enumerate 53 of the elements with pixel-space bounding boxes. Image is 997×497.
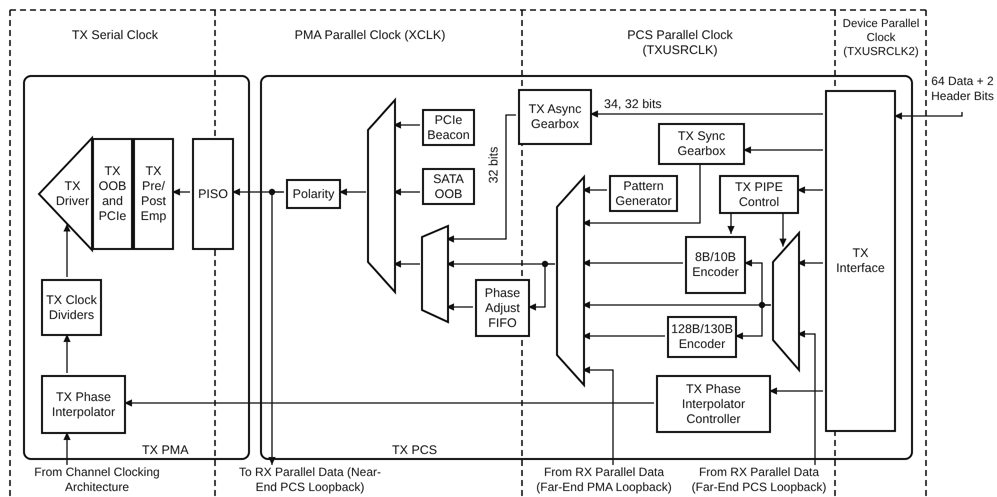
process-block: TX Async Gearbox: [518, 89, 592, 145]
clock-domain-label: PCS Parallel Clock (TXUSRCLK): [626, 28, 734, 58]
clock-domain-label: Device Parallel Clock (TXUSRCLK2): [842, 18, 920, 60]
process-block: 8B/10B Encoder: [685, 236, 746, 294]
arrow: [339, 188, 366, 196]
multiplexer-symbol: [422, 226, 448, 322]
process-block: TX Sync Gearbox: [658, 123, 745, 165]
process-block: Polarity: [286, 179, 341, 209]
clock-domain-label: TX Serial Clock: [70, 28, 160, 43]
block-label: TX PMA: [142, 443, 189, 458]
process-block: TX PIPE Control: [719, 175, 799, 214]
arrow: [769, 387, 823, 395]
edge-label: 32 bits: [486, 146, 500, 184]
arrow: [735, 304, 771, 340]
process-block: TX Clock Dividers: [41, 279, 102, 336]
arrow: [172, 188, 190, 196]
driver-block: TX Driver: [39, 138, 92, 250]
process-block: TX Interface: [825, 90, 896, 432]
multiplexer-symbol: [557, 177, 584, 385]
process-block: TX Pre/ Post Emp: [133, 138, 174, 250]
arrow: [124, 399, 654, 407]
process-block: 128B/130B Encoder: [667, 316, 737, 358]
arrow: [779, 212, 787, 247]
arrow: [63, 432, 71, 465]
arrow: [63, 334, 71, 373]
arrow: [797, 186, 823, 194]
process-block: TX OOB and PCIe: [92, 138, 133, 250]
signal-label: From RX Parallel Data (Far-End PMA Loopback): [535, 465, 673, 495]
process-block: TX Phase Interpolator: [41, 375, 126, 434]
arrow: [727, 212, 735, 234]
edge-label: 34, 32 bits: [604, 97, 662, 111]
clock-domain-label: PMA Parallel Clock (XCLK): [294, 28, 446, 43]
signal-label: From RX Parallel Data (Far-End PCS Loopback): [690, 465, 828, 495]
process-block: PCIe Beacon: [422, 109, 475, 146]
arrow: [528, 263, 555, 311]
signal-label: 64 Data + 2 Header Bits: [929, 66, 996, 112]
arrow: [268, 191, 284, 465]
process-block: TX Phase Interpolator Controller: [656, 375, 771, 433]
multiplexer-symbol: [368, 100, 395, 292]
process-block: Phase Adjust FIFO: [475, 279, 530, 337]
process-block: SATA OOB: [422, 168, 475, 205]
block-region: [23, 75, 250, 460]
process-block: Pattern Generator: [609, 175, 678, 212]
process-block: PISO: [192, 138, 234, 250]
arrow: [590, 110, 823, 118]
arrow: [743, 146, 823, 154]
multiplexer-symbol: [773, 233, 799, 370]
block-region: [260, 75, 913, 460]
arrow: [63, 224, 71, 277]
signal-label: To RX Parallel Data (Near-End PCS Loopback): [235, 465, 385, 495]
signal-label: From Channel Clocking Architecture: [22, 465, 172, 495]
arrow: [894, 112, 963, 120]
block-label: TX PCS: [392, 443, 438, 458]
